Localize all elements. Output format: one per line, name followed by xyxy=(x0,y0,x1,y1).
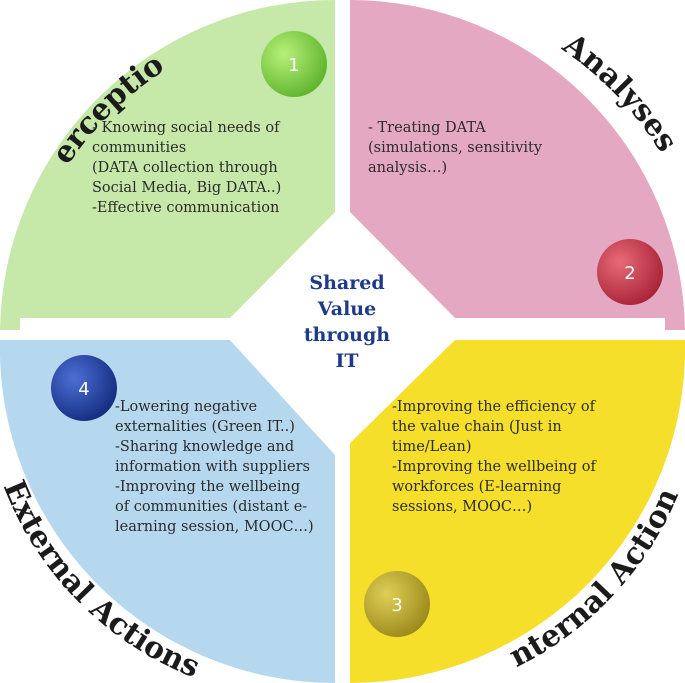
center-label: Shared Value through IT xyxy=(272,270,422,374)
quadrant-perception xyxy=(0,0,335,330)
badge-4: 4 xyxy=(51,355,117,421)
center-line: through xyxy=(303,324,391,346)
svg-text:1: 1 xyxy=(288,55,299,76)
perception-text: - Knowing social needs of communities (D… xyxy=(92,120,282,216)
quadrant-external-actions xyxy=(0,340,335,683)
svg-text:2: 2 xyxy=(624,263,635,284)
badge-1: 1 xyxy=(261,31,327,97)
internal-actions-text: -Improving the efficiency of the value c… xyxy=(392,399,596,515)
external-actions-text: -Lowering negative externalities (Green … xyxy=(115,399,314,535)
center-line: IT xyxy=(335,350,359,372)
quadrant-analyses xyxy=(350,0,685,330)
badge-2: 2 xyxy=(597,239,663,305)
analyses-text: - Treating DATA (simulations, sensitivit… xyxy=(368,120,543,176)
badge-3: 3 xyxy=(364,571,430,637)
center-line: Value xyxy=(317,298,377,320)
svg-text:3: 3 xyxy=(391,595,402,616)
center-line: Shared xyxy=(309,272,385,294)
svg-text:4: 4 xyxy=(78,379,89,400)
center-diamond xyxy=(232,222,454,450)
